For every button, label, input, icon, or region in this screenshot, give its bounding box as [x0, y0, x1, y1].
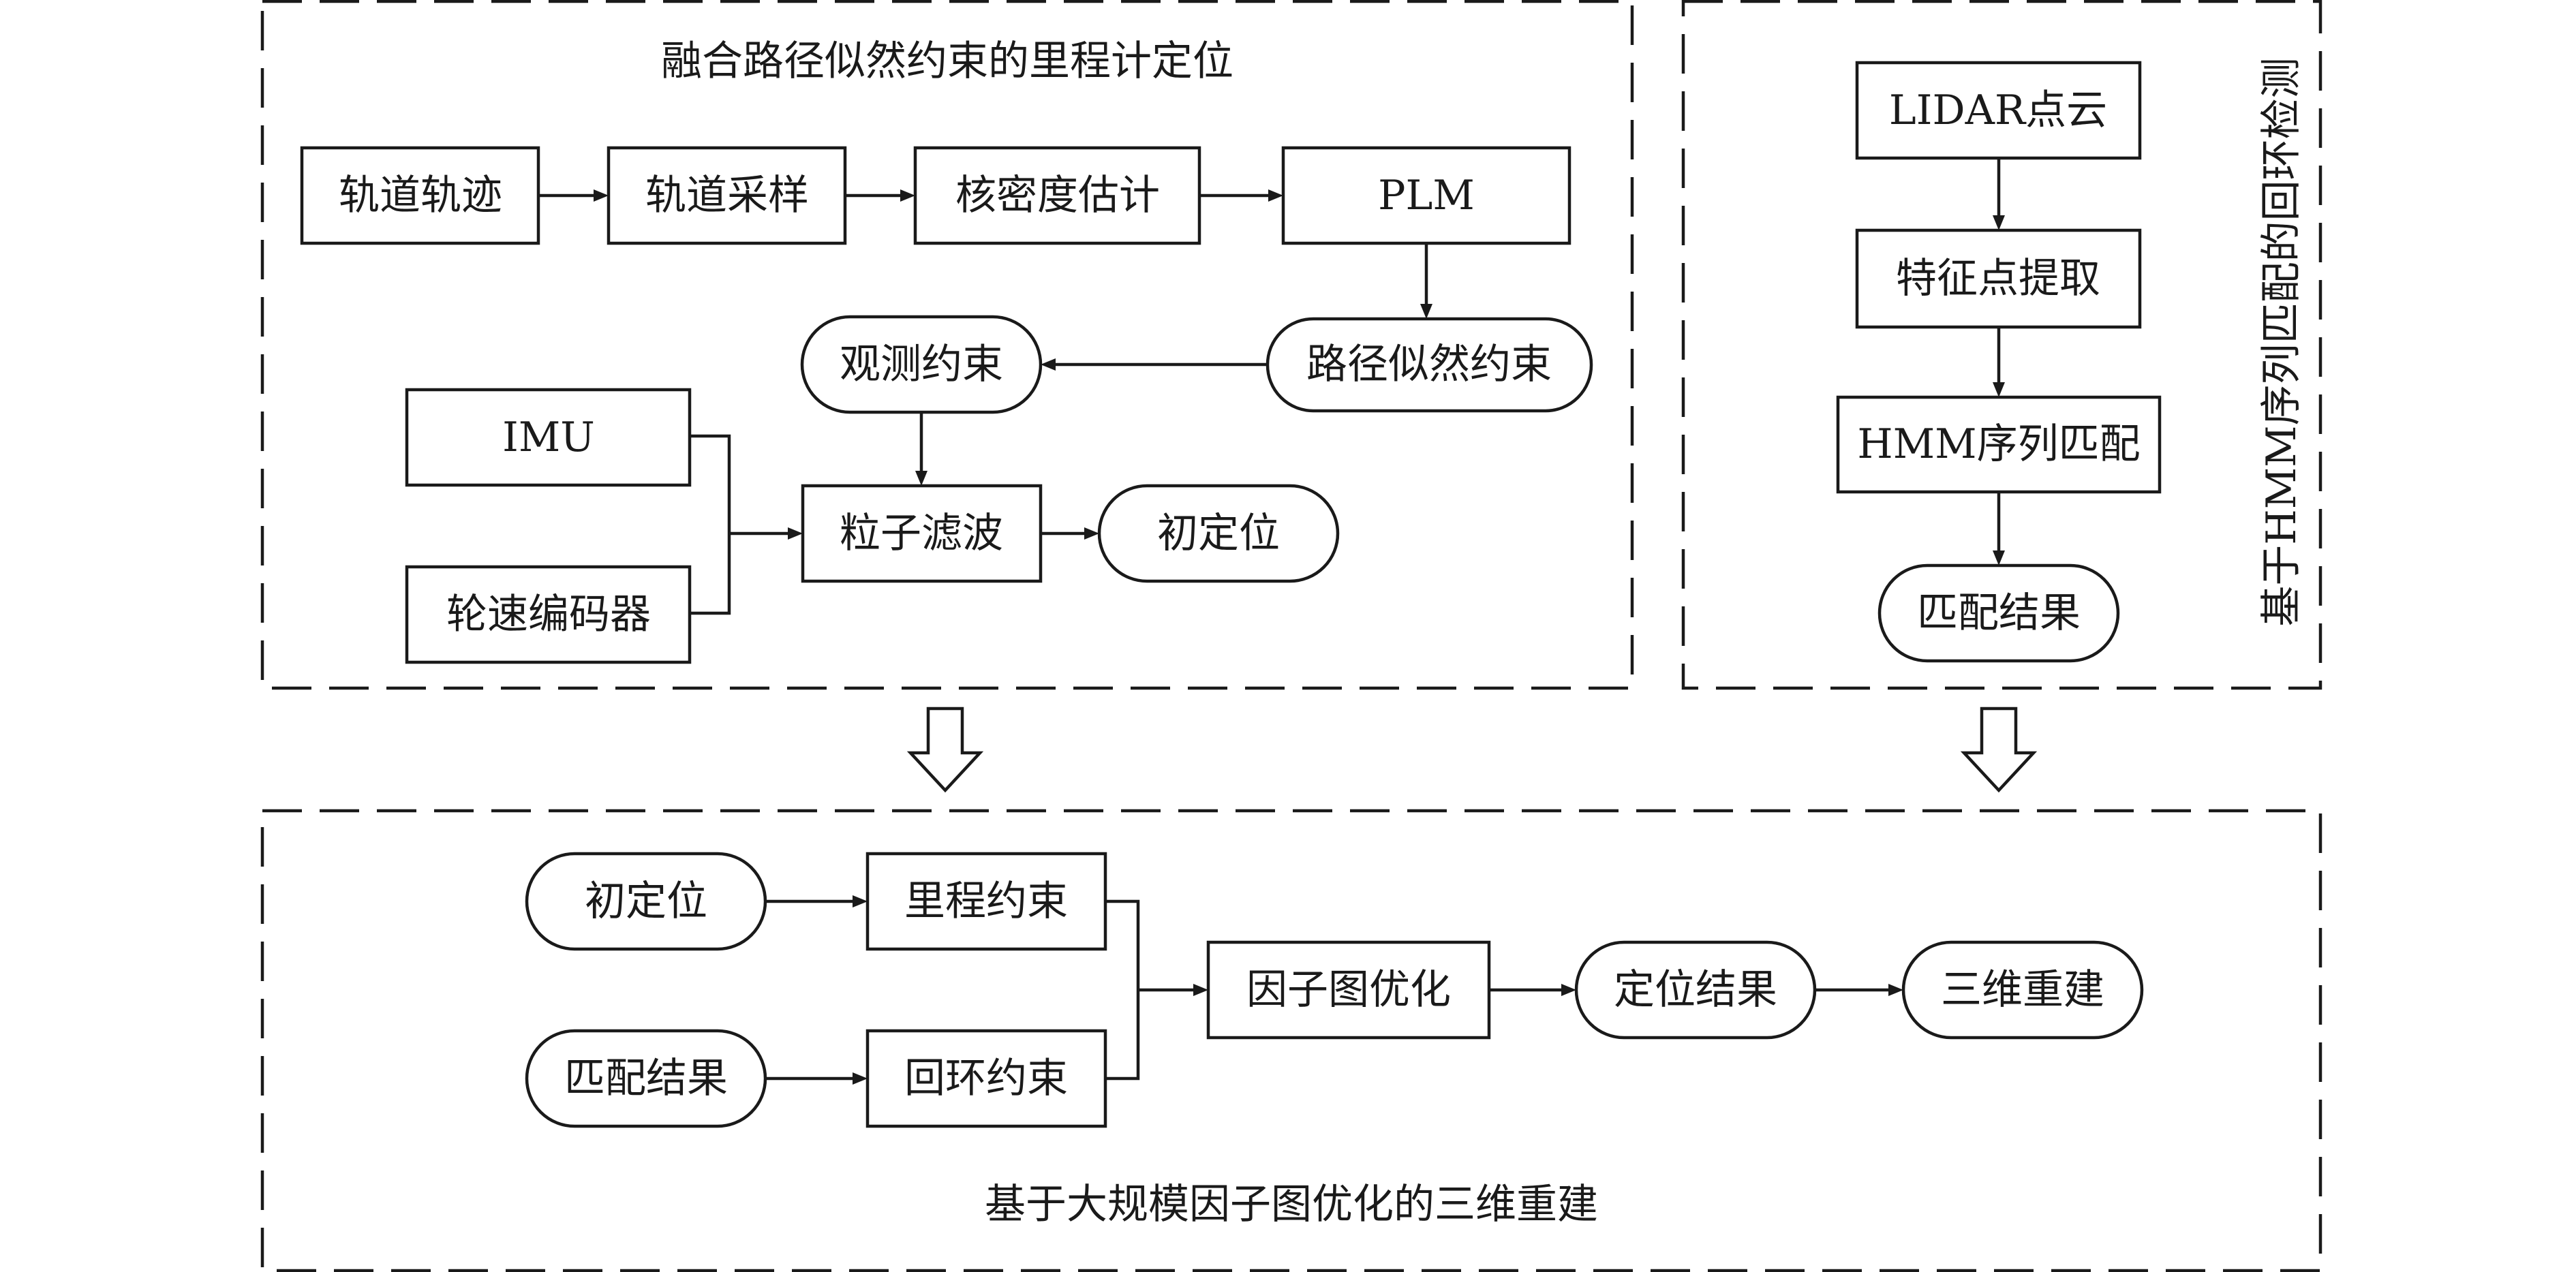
arrowhead — [1193, 984, 1208, 996]
arrowhead — [853, 895, 868, 908]
node-odometry-constraint: 里程约束 — [904, 878, 1068, 925]
hollow-down-arrow-left — [906, 707, 984, 793]
edge-sensor-merge — [690, 434, 731, 615]
node-observation-constraint: 观测约束 — [840, 341, 1003, 388]
arrowhead — [1993, 550, 2005, 565]
node-feature-extraction-box — [1855, 228, 2142, 329]
node-observation-constraint-pill — [800, 315, 1043, 414]
edge-constraint-merge — [1105, 899, 1140, 1081]
node-path-likelihood: 路径似然约束 — [1306, 341, 1552, 388]
node-imu: IMU — [502, 414, 595, 461]
arrowhead — [1041, 358, 1056, 371]
arrowhead — [1420, 304, 1432, 319]
arrowhead — [1993, 215, 2005, 230]
node-lidar-cloud: LIDAR点云 — [1889, 87, 2107, 134]
node-localization-result: 定位结果 — [1614, 966, 1777, 1014]
node-lidar-cloud-box — [1855, 61, 2142, 160]
node-factor-graph-box — [1206, 940, 1491, 1040]
node-feature-extraction: 特征点提取 — [1896, 255, 2100, 303]
node-initial-localization-pill — [1097, 484, 1340, 583]
node-loop-constraint: 回环约束 — [904, 1055, 1068, 1102]
node-localization-result-pill — [1574, 940, 1817, 1040]
arrowhead — [594, 189, 609, 202]
node-wheel-encoder-box — [405, 565, 692, 664]
node-reconstruction-3d: 三维重建 — [1941, 966, 2104, 1014]
node-track-trajectory: 轨道轨迹 — [339, 172, 502, 219]
arrowhead — [915, 471, 927, 486]
node-track-trajectory-box — [300, 146, 540, 245]
node-match-result: 匹配结果 — [1917, 589, 2081, 637]
arrowhead — [788, 527, 803, 540]
node-loop-constraint-box — [865, 1029, 1107, 1128]
node-kernel-density-box — [913, 146, 1201, 245]
node-initial-localization-2-pill — [525, 852, 767, 951]
reconstruction-section-title: 基于大规模因子图优化的三维重建 — [985, 1181, 1598, 1228]
node-match-result-2: 匹配结果 — [564, 1055, 728, 1102]
arrowhead — [1888, 984, 1903, 996]
node-plm-box — [1281, 146, 1571, 245]
node-hmm-matching: HMM序列匹配 — [1857, 420, 2140, 468]
node-wheel-encoder: 轮速编码器 — [446, 591, 651, 638]
arrowhead — [1993, 382, 2005, 397]
loop-closure-section-frame — [1681, 0, 2322, 690]
node-initial-localization: 初定位 — [1157, 510, 1280, 557]
arrowhead — [900, 189, 915, 202]
node-path-likelihood-pill — [1266, 317, 1593, 413]
arrowhead — [1561, 984, 1576, 996]
odometry-section-title: 融合路径似然约束的里程计定位 — [661, 37, 1233, 85]
node-match-result-pill — [1877, 563, 2120, 663]
node-track-sampling: 轨道采样 — [645, 172, 809, 219]
hollow-down-arrow-right — [1960, 707, 2038, 793]
arrowhead — [853, 1072, 868, 1085]
node-initial-localization-2: 初定位 — [585, 878, 707, 925]
node-hmm-matching-box — [1836, 395, 2162, 494]
node-plm: PLM — [1378, 172, 1475, 219]
node-track-sampling-box — [607, 146, 847, 245]
node-factor-graph: 因子图优化 — [1246, 966, 1451, 1014]
node-kernel-density: 核密度估计 — [955, 172, 1160, 219]
loop-closure-section-title: 基于HMM序列匹配的回环检测 — [2258, 57, 2305, 626]
node-match-result-2-pill — [525, 1029, 767, 1128]
node-particle-filter-box — [801, 484, 1043, 583]
node-odometry-constraint-box — [865, 852, 1107, 951]
arrowhead — [1084, 527, 1099, 540]
node-particle-filter: 粒子滤波 — [840, 510, 1003, 557]
arrowhead — [1268, 189, 1283, 202]
node-reconstruction-3d-pill — [1901, 940, 2144, 1040]
node-imu-box — [405, 388, 692, 487]
